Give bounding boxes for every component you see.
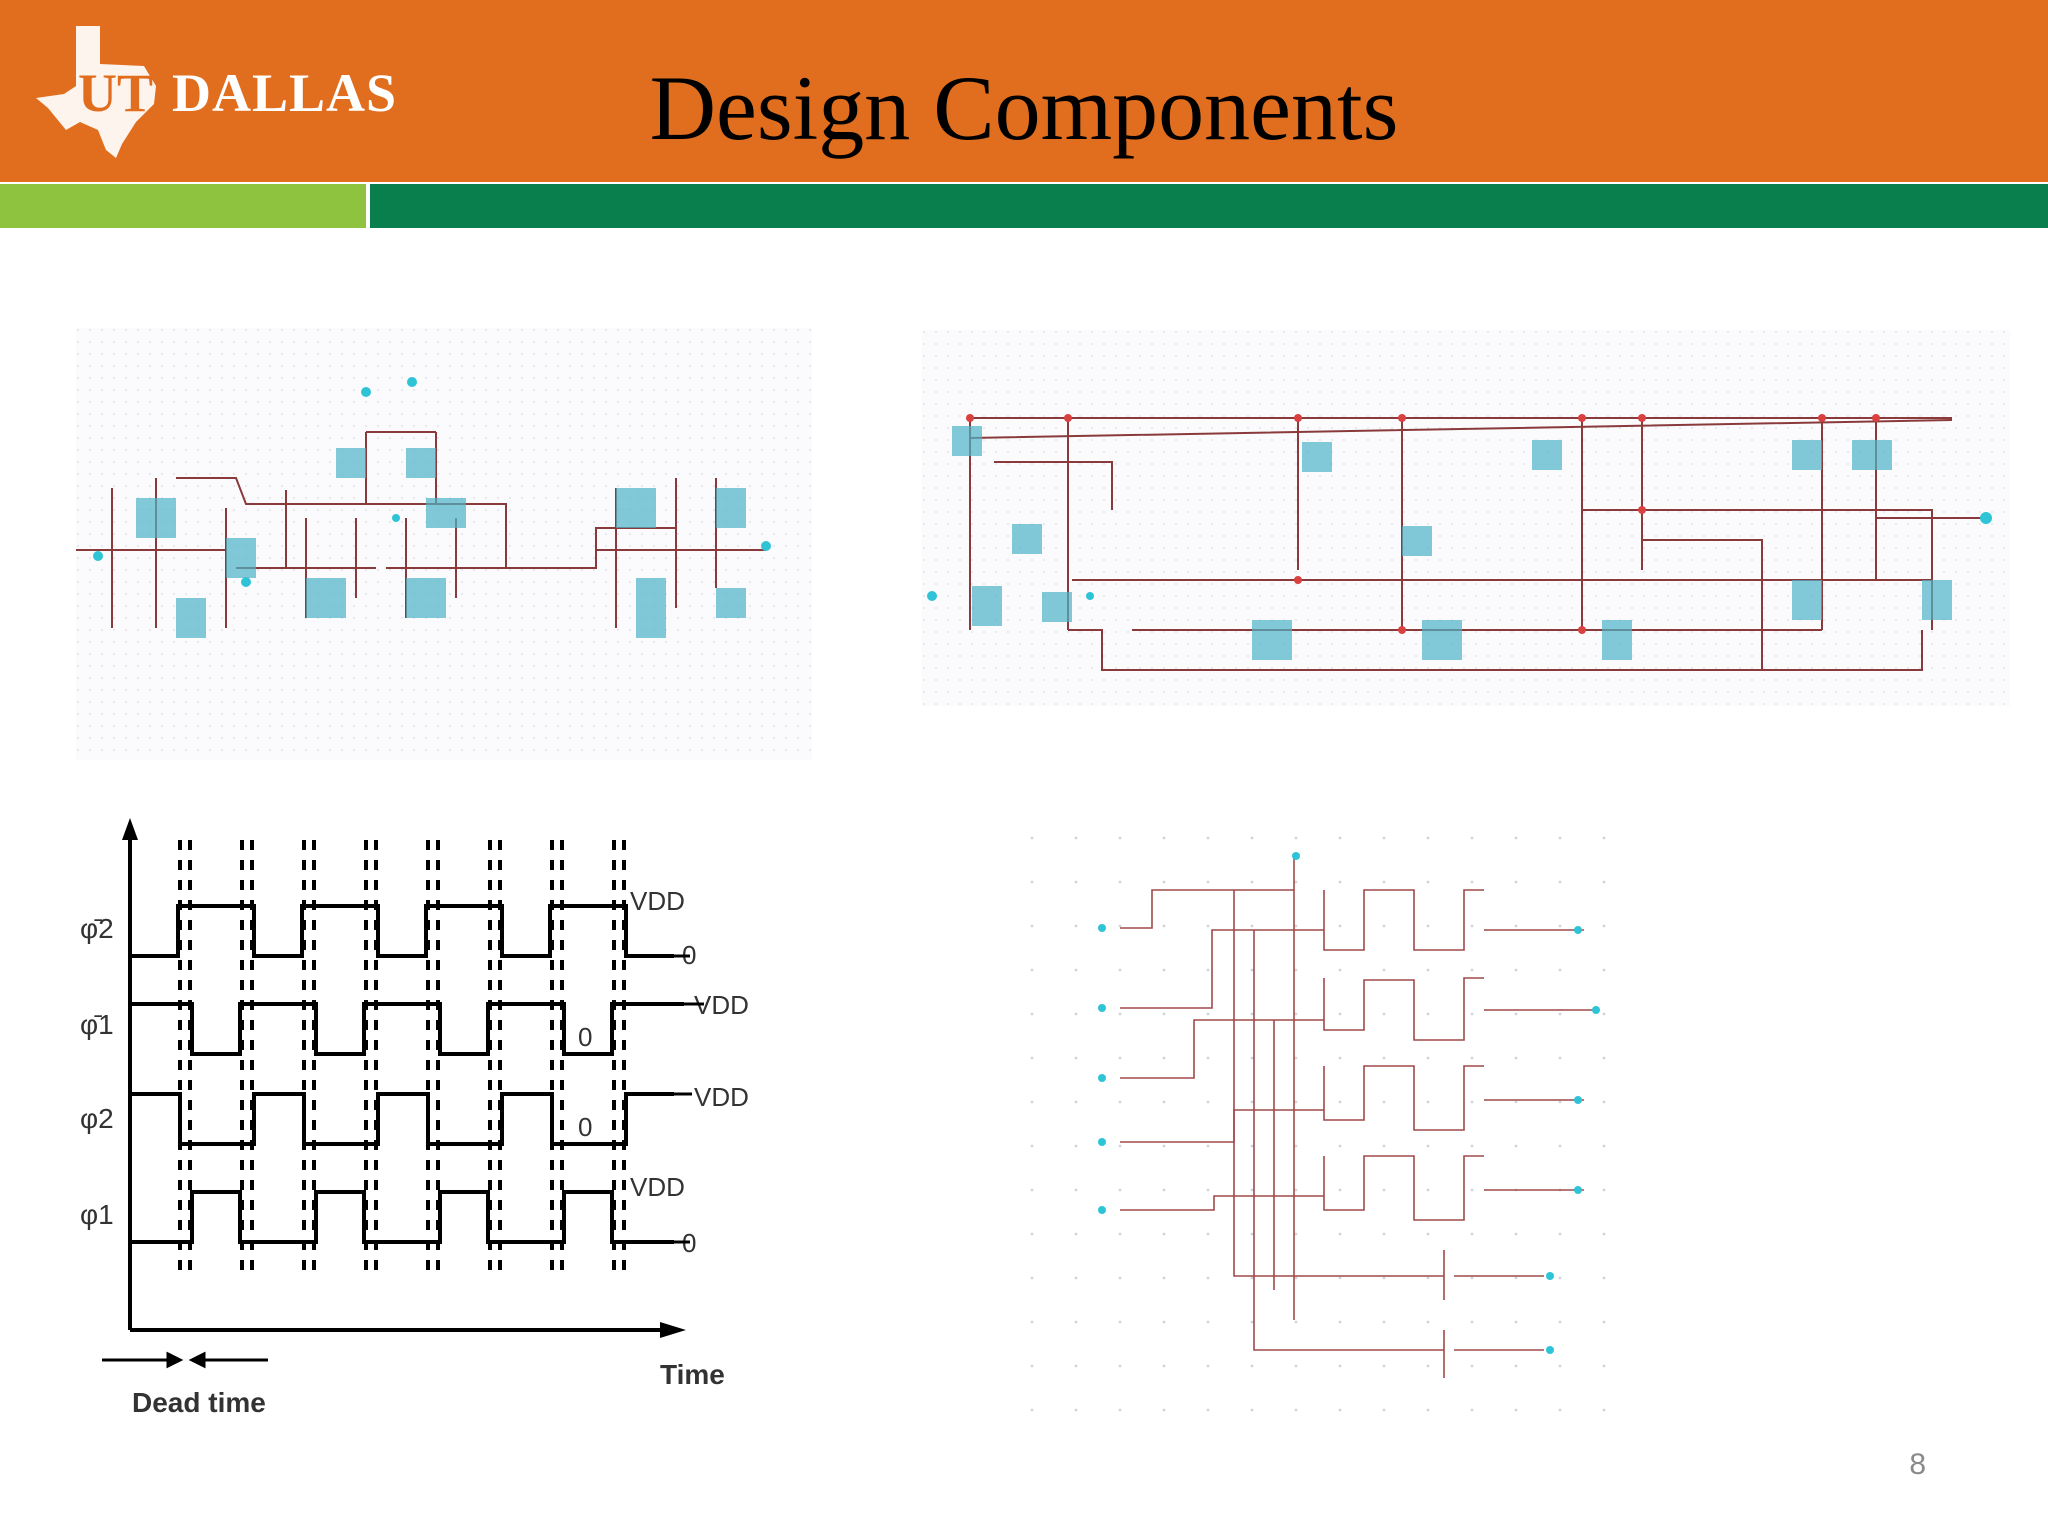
logo-dallas: DALLAS: [172, 63, 398, 123]
waveform-phi1: [130, 1190, 674, 1244]
schematic-bottom-right: [1024, 830, 1634, 1430]
waveform-phi2: [130, 1092, 674, 1146]
level-label-vdd-4: VDD: [630, 1172, 685, 1202]
utd-logo: UT DALLAS: [36, 26, 396, 158]
signal-label-phi2-bar: φ̄2: [80, 913, 114, 944]
dead-time-label: Dead time: [132, 1387, 266, 1418]
slide-title-text: Design Components: [649, 57, 1399, 159]
header-bar: [0, 0, 2048, 182]
signal-label-phi1-bar: φ̄1: [80, 1009, 114, 1040]
y-axis-arrow-icon: [122, 818, 138, 840]
time-axis-label: Time: [660, 1359, 725, 1390]
waveform-phi2-bar: [130, 904, 674, 958]
x-axis-arrow-icon: [660, 1322, 686, 1338]
level-label-vdd-1: VDD: [630, 886, 685, 916]
slide-title: Design Components: [0, 62, 2048, 154]
clock-timing-diagram: φ̄2 φ̄1 φ2 φ1 VDD 0 VDD 0 VDD 0 VDD 0 De…: [80, 818, 749, 1418]
schematic-top-left: [76, 328, 812, 760]
schematic-top-right: [922, 330, 2010, 706]
level-label-zero-3: 0: [578, 1112, 592, 1142]
level-label-vdd-3: VDD: [694, 1082, 749, 1112]
page-number: 8: [1909, 1448, 1926, 1481]
accent-bar-light-green: [0, 184, 366, 228]
level-label-zero-2: 0: [578, 1022, 592, 1052]
accent-bar-dark-green: [370, 184, 2048, 228]
signal-label-phi1: φ1: [80, 1199, 114, 1230]
waveform-phi1-bar: [130, 1002, 684, 1056]
logo-ut: UT: [78, 63, 154, 123]
signal-label-phi2: φ2: [80, 1103, 114, 1134]
texas-shape-icon: [36, 26, 156, 158]
